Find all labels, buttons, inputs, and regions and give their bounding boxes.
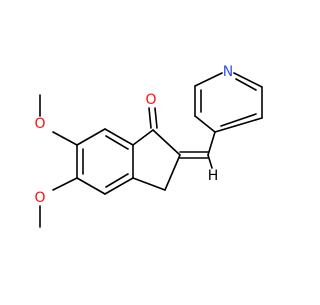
carbonyl-bond [148,107,158,129]
atom-label-methoxy-oxygen-lower: O [34,190,45,206]
pyridine-ring [194,72,263,133]
atom-label-carbonyl-oxygen: O [145,92,156,108]
atom-label-pyridine-nitrogen: N [223,64,233,80]
benzene-ring [76,128,134,195]
molecule-drawing: O N O O H [34,64,263,228]
atom-label-methoxy-oxygen-upper: O [34,116,45,132]
exocyclic-double-bond [179,131,216,169]
atom-label-vinyl-hydrogen: H [208,168,219,184]
methoxy-upper [39,94,78,146]
cyclopentanone-ring [132,129,181,191]
structure-canvas: O N O O H [34,64,263,228]
methoxy-lower [39,177,78,228]
